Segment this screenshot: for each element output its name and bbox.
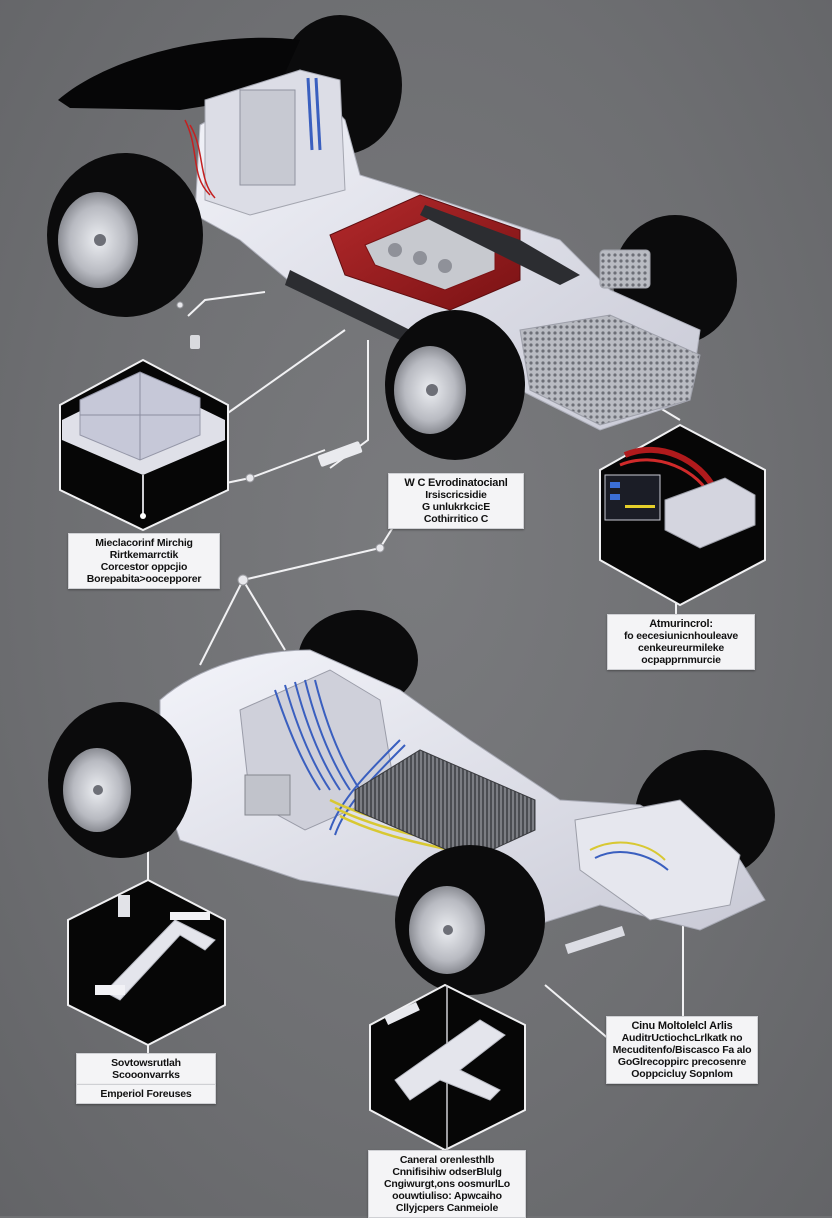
cylinder — [388, 243, 402, 257]
label-line: Cnnifisihiw odserBlulg — [392, 1166, 502, 1178]
connector-node — [176, 301, 184, 309]
tow-bar — [564, 925, 626, 955]
wire-yellow — [589, 841, 666, 861]
inset-wiring-harness-module — [599, 423, 766, 607]
label-line: W C Evrodinatocianl — [404, 477, 508, 489]
inset-suspension-arm-left — [67, 878, 226, 1047]
label-line: AuditrUctiochcLrlkatk no — [621, 1032, 743, 1044]
connector-node — [375, 543, 385, 553]
small-bracket-part — [190, 335, 200, 349]
rear-module — [599, 249, 651, 289]
label-line: Scooonvarrks — [112, 1069, 180, 1081]
label-line: oouwtiuliso: Apwcaiho — [392, 1190, 502, 1202]
wheel-hub — [93, 785, 103, 795]
callout-line — [242, 579, 286, 651]
cylinder — [438, 259, 452, 273]
top-chassis — [47, 15, 737, 460]
label-line: Emperiol Foreuses — [100, 1088, 192, 1100]
label-line: Caneral orenlesthlb — [399, 1154, 495, 1166]
label-line: GoGlrecoppirc precosenre — [617, 1056, 747, 1068]
label-line: Mecuditenfo/Biscasco Fa alo — [612, 1044, 752, 1056]
wire-bundle-blue — [314, 77, 322, 151]
label-right-mid: Atmurincrol: fo eecesiunicnhouleave cenk… — [607, 614, 755, 670]
label-line: Irsiscricsidie — [425, 489, 487, 501]
label-line: cenkeureurmileke — [637, 642, 725, 654]
label-left-mid: Mieclacorinf Mirchig Rirtkemarrctik Corc… — [68, 533, 220, 589]
connector-node — [237, 574, 249, 586]
callout-line — [199, 579, 244, 666]
label-line: ocpapprnmurcie — [641, 654, 721, 666]
callout-line — [544, 984, 611, 1041]
label-line: Borepabita>oocepporer — [86, 573, 202, 585]
label-line: Mieclacorinf Mirchig — [95, 537, 193, 549]
battery-pack — [354, 749, 536, 861]
battery-tray — [519, 314, 701, 426]
label-line: Sovtowsrutlah — [111, 1057, 181, 1069]
cylinder — [413, 251, 427, 265]
wheel-hub — [426, 384, 438, 396]
label-line: Atmurincrol: — [649, 618, 713, 630]
label-left-bottom: Sovtowsrutlah Scooonvarrks — [76, 1053, 216, 1085]
callout-line — [224, 329, 346, 416]
label-line: Cinu Moltolelcl Arlis — [631, 1020, 733, 1032]
label-line: G unlukrkcicE — [421, 501, 490, 513]
rear-compartment — [574, 799, 741, 921]
wire-red — [189, 124, 216, 199]
wire-red — [184, 119, 211, 196]
label-bottom-center: Caneral orenlesthlb Cnnifisihiw odserBlu… — [368, 1150, 526, 1218]
callout-line — [242, 499, 411, 581]
side-rail — [420, 205, 580, 285]
label-right-bottom: Cinu Moltolelcl Arlis AuditrUctiochcLrlk… — [606, 1016, 758, 1084]
connector-node — [245, 473, 255, 483]
label-line: Corcestor oppcjio — [100, 561, 188, 573]
wire-bundle-blue — [306, 77, 314, 151]
inset-suspension-arm-bottom — [369, 983, 526, 1152]
small-rail-part — [317, 441, 363, 467]
side-rail — [285, 270, 410, 340]
wheel-hub — [443, 925, 453, 935]
label-line: Rirtkemarrctik — [109, 549, 179, 561]
label-line: Ooppcicluy Sopnlom — [631, 1068, 733, 1080]
callout-line — [187, 291, 266, 317]
label-line: Cothirritico C — [423, 513, 489, 525]
bottom-body-shell — [48, 610, 775, 995]
wheel-hub — [94, 234, 106, 246]
engine-block — [244, 774, 291, 816]
label-line: Cllyjcpers Canmeiole — [395, 1202, 499, 1214]
label-top-center: W C Evrodinatocianl Irsiscricsidie G unl… — [388, 473, 524, 529]
wire-blue — [594, 851, 669, 871]
label-left-bottom-sub: Emperiol Foreuses — [76, 1084, 216, 1104]
label-line: Cngiwurgt,ons oosmurlLo — [383, 1178, 511, 1190]
control-board — [239, 89, 296, 186]
label-line: fo eecesiunicnhouleave — [623, 630, 739, 642]
inset-battery-cell-block — [59, 358, 229, 532]
